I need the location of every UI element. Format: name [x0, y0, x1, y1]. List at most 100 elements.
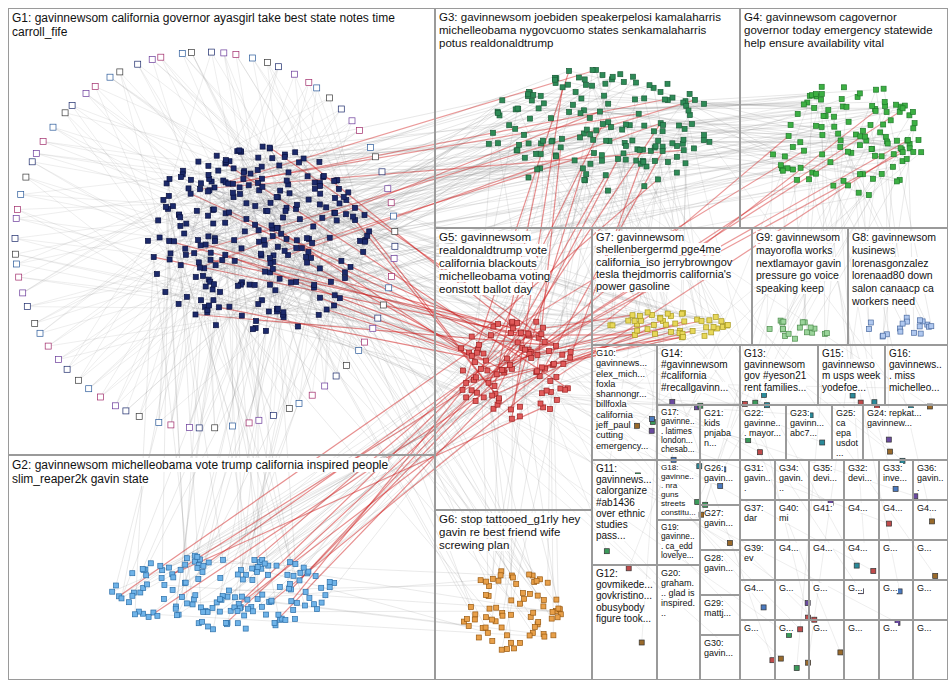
- group-label: G20: graham... glad is inspired...: [661, 568, 695, 618]
- vertex-icon: [392, 229, 398, 235]
- vertex-icon: [336, 186, 341, 191]
- vertex-icon: [872, 400, 877, 405]
- vertex-icon: [306, 80, 312, 86]
- vertex-icon: [267, 256, 272, 261]
- vertex-icon: [211, 282, 216, 287]
- vertex-icon: [268, 200, 273, 205]
- vertex-icon: [510, 326, 515, 331]
- group-label: G3: gavinnewsom joebiden speakerpelosi k…: [439, 11, 721, 49]
- vertex-icon: [281, 310, 286, 315]
- vertex-icon: [669, 330, 674, 335]
- vertex-icon: [583, 178, 588, 183]
- vertex-icon: [838, 145, 843, 150]
- vertex-icon: [262, 238, 267, 243]
- edge-line: [21, 195, 181, 226]
- vertex-icon: [244, 201, 249, 206]
- vertex-icon: [233, 595, 238, 600]
- vertex-icon: [235, 572, 240, 577]
- vertex-icon: [64, 366, 70, 372]
- vertex-icon: [332, 210, 337, 215]
- edge-line: [186, 255, 241, 285]
- vertex-icon: [841, 178, 846, 183]
- edge-line: [253, 358, 531, 611]
- vertex-icon: [632, 319, 637, 324]
- vertex-icon: [610, 323, 615, 328]
- vertex-icon: [894, 138, 899, 143]
- vertex-icon: [312, 283, 317, 288]
- vertex-icon: [158, 563, 163, 568]
- vertex-icon: [857, 91, 862, 96]
- edge-line: [340, 148, 694, 203]
- edge-line: [95, 87, 261, 256]
- edge-line: [269, 257, 306, 311]
- vertex-icon: [217, 609, 222, 614]
- edge-line: [236, 55, 334, 213]
- vertex-icon: [370, 325, 376, 331]
- edge-line: [224, 53, 244, 171]
- vertex-icon: [338, 106, 344, 112]
- vertex-icon: [266, 309, 271, 314]
- vertex-icon: [296, 400, 302, 406]
- vertex-icon: [600, 158, 605, 163]
- edge-line: [308, 147, 371, 176]
- vertex-icon: [675, 144, 680, 149]
- vertex-icon: [686, 108, 691, 113]
- edge-line: [553, 365, 558, 609]
- edge-line: [336, 240, 365, 376]
- vertex-icon: [507, 123, 512, 128]
- edge-line: [139, 187, 239, 416]
- vertex-icon: [879, 171, 884, 176]
- vertex-icon: [674, 170, 679, 175]
- vertex-icon: [255, 597, 260, 602]
- vertex-icon: [713, 315, 718, 320]
- edge-line: [481, 369, 489, 596]
- vertex-icon: [542, 340, 547, 345]
- vertex-icon: [699, 319, 704, 324]
- vertex-icon: [573, 90, 578, 95]
- vertex-icon: [361, 249, 366, 254]
- vertex-icon: [196, 159, 201, 164]
- vertex-icon: [194, 208, 199, 213]
- vertex-icon: [500, 98, 505, 103]
- vertex-icon: [301, 156, 306, 161]
- group-label: G25: ca epa usdot...: [836, 408, 858, 458]
- group-label: G18: gavinne... nra guns streets constit…: [661, 463, 696, 517]
- group-panel: G6: stop tattooed_g1rly hey gavin re bes…: [435, 510, 592, 680]
- vertex-icon: [176, 301, 181, 306]
- vertex-icon: [196, 238, 201, 243]
- vertex-icon: [269, 598, 274, 603]
- vertex-icon: [893, 486, 898, 491]
- vertex-icon: [484, 358, 489, 363]
- vertex-icon: [794, 666, 799, 671]
- vertex-icon: [616, 156, 621, 161]
- vertex-icon: [157, 235, 162, 240]
- vertex-icon: [305, 174, 310, 179]
- edge-line: [16, 254, 278, 311]
- vertex-icon: [561, 362, 566, 367]
- vertex-icon: [836, 131, 841, 136]
- edge-line: [229, 584, 516, 591]
- edge-line: [275, 394, 496, 623]
- vertex-icon: [255, 565, 260, 570]
- vertex-icon: [287, 191, 292, 196]
- vertex-icon: [212, 425, 218, 431]
- vertex-icon: [240, 577, 245, 582]
- edge-line: [27, 265, 180, 306]
- vertex-icon: [494, 605, 499, 610]
- vertex-icon: [473, 375, 478, 380]
- vertex-icon: [193, 312, 198, 317]
- vertex-icon: [549, 139, 554, 144]
- vertex-icon: [894, 179, 899, 184]
- group-label: G29: mattj...: [704, 598, 731, 618]
- vertex-icon: [241, 170, 246, 175]
- vertex-icon: [563, 387, 568, 392]
- edge-line: [512, 322, 760, 453]
- vertex-icon: [318, 184, 323, 189]
- vertex-icon: [472, 617, 477, 622]
- vertex-icon: [674, 154, 679, 159]
- edge-line: [592, 86, 935, 576]
- vertex-icon: [554, 154, 559, 159]
- vertex-icon: [158, 54, 164, 60]
- vertex-icon: [486, 141, 491, 146]
